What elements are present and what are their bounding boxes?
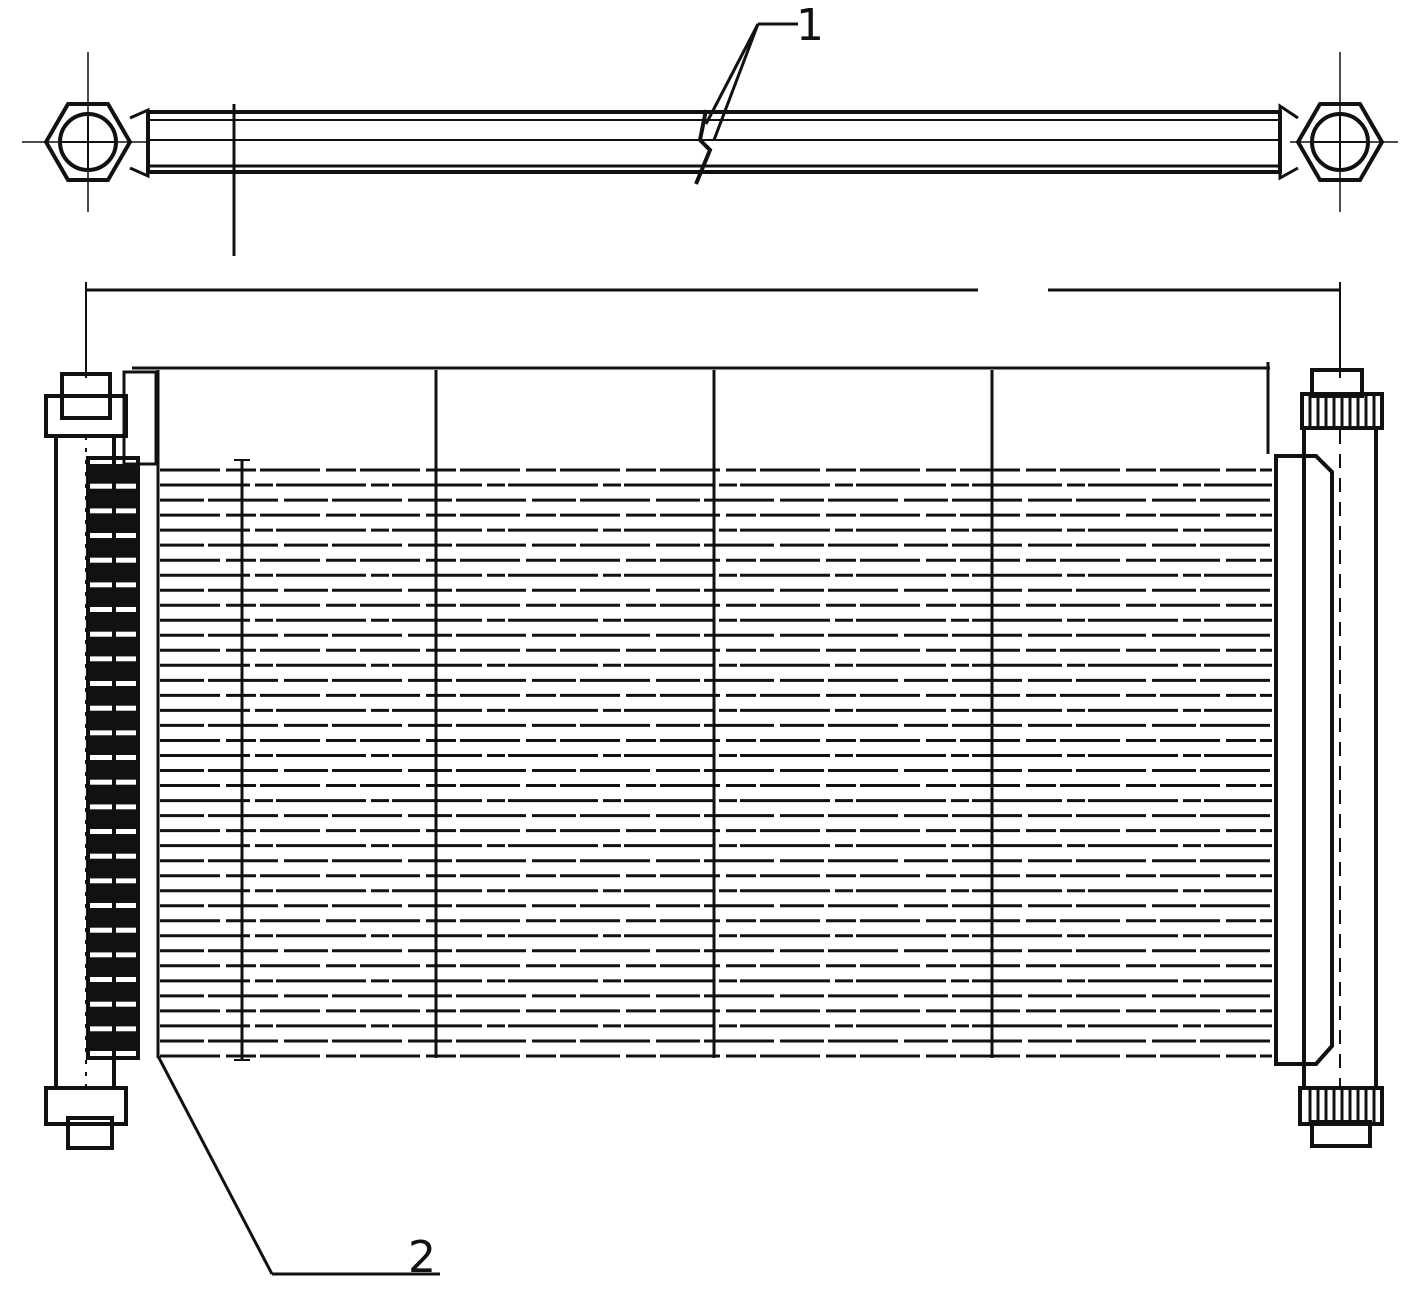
right-nut-ribs: [1308, 396, 1376, 1122]
right-hex-nut: [1295, 102, 1385, 182]
right-fitting: [1278, 102, 1385, 182]
header-segment: [90, 1031, 136, 1051]
left-bottom-nut: [44, 1086, 128, 1126]
header-segment: [90, 464, 136, 484]
header-segment: [90, 735, 136, 755]
left-bottom-cap: [66, 1116, 114, 1150]
header-segment: [90, 1006, 136, 1027]
callout-1-text: 1: [796, 0, 824, 51]
right-tank: [1274, 368, 1384, 1148]
break-mark: [694, 109, 713, 185]
header-segment: [90, 957, 136, 977]
header-segment: [90, 760, 136, 780]
header-segment: [90, 612, 136, 632]
callout-1-leader-a: [704, 23, 760, 125]
header-segment: [90, 686, 136, 706]
left-header-plate: [122, 370, 158, 466]
header-segment: [90, 488, 136, 509]
fin-rows: [160, 468, 1272, 1058]
header-segment: [90, 538, 136, 558]
header-segment: [90, 661, 136, 681]
right-header-plate: [1274, 454, 1334, 1066]
header-segment: [90, 809, 136, 829]
header-segment: [90, 908, 136, 928]
header-segment: [90, 513, 136, 533]
header-segment: [90, 982, 136, 1002]
top-view-core-bar: [146, 110, 1282, 174]
header-segment: [90, 834, 136, 854]
left-header-segment-group: [90, 464, 136, 1051]
left-header-segments: [86, 456, 140, 1060]
callout-2: [156, 1055, 440, 1276]
header-segment: [90, 784, 136, 805]
left-hex-nut: [43, 102, 133, 182]
callout-2-text: 2: [408, 1232, 436, 1283]
callout-1: [704, 22, 798, 141]
header-segment: [90, 636, 136, 657]
header-segment: [90, 587, 136, 607]
radiator-core: [156, 458, 1272, 1061]
header-segment: [90, 858, 136, 879]
top-view: [22, 52, 1398, 256]
header-segment: [90, 883, 136, 903]
callout-2-leader: [156, 1055, 274, 1275]
dimension-lines: [85, 282, 1341, 462]
header-segment: [90, 932, 136, 953]
left-tank: [44, 370, 158, 1150]
callout-1-leader-b: [712, 23, 760, 141]
header-segment: [90, 710, 136, 731]
header-segment: [90, 562, 136, 583]
